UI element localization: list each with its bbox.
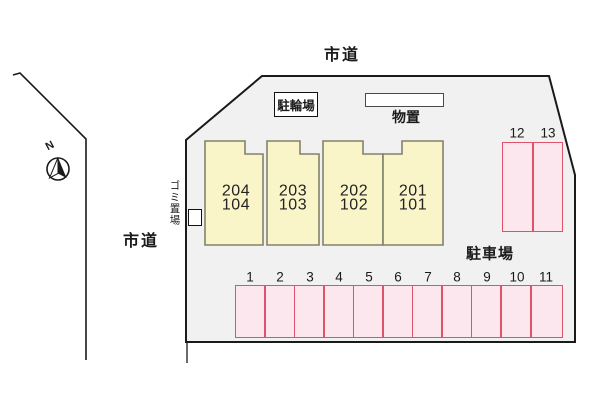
parking-stall-number: 11 xyxy=(538,269,554,285)
parking-stall-number: 2 xyxy=(276,269,284,285)
stall-divider xyxy=(323,286,325,337)
unit-label-202-102: 202 102 xyxy=(339,182,369,213)
parking-area-label: 駐車場 xyxy=(465,245,515,263)
bicycle-parking-label: 駐輪場 xyxy=(277,99,315,113)
building-footprints xyxy=(204,140,444,246)
parking-stall-side-group xyxy=(502,142,563,232)
parking-stall-number: 5 xyxy=(365,269,373,285)
parking-stall-number: 3 xyxy=(306,269,314,285)
unit-upper-number: 204 xyxy=(221,182,251,200)
stall-divider xyxy=(532,143,534,231)
parking-stall-number: 1 xyxy=(246,269,254,285)
left-road-label: 市道 xyxy=(122,233,160,250)
unit-lower-number: 104 xyxy=(221,196,251,213)
parking-stall-number: 4 xyxy=(335,269,343,285)
parking-stall-number: 6 xyxy=(394,269,402,285)
bicycle-parking-box: 駐輪場 xyxy=(274,92,318,117)
unit-lower-number: 101 xyxy=(398,196,428,213)
unit-upper-number: 203 xyxy=(278,182,308,200)
stall-divider xyxy=(293,286,296,337)
unit-upper-number: 202 xyxy=(339,182,369,200)
stall-divider xyxy=(264,286,266,337)
unit-label-203-103: 203 103 xyxy=(278,182,308,213)
parking-stall-row xyxy=(235,285,563,338)
building-unit-201-shape xyxy=(382,140,444,246)
unit-label-201-101: 201 101 xyxy=(398,182,428,213)
stall-divider xyxy=(352,286,355,337)
parking-stall-number: 7 xyxy=(424,269,432,285)
storage-shed-box xyxy=(365,93,444,107)
garbage-area-label: ゴミ置場 xyxy=(168,180,181,226)
north-compass-icon xyxy=(46,157,70,181)
stall-divider xyxy=(411,286,414,337)
building-unit-204-shape xyxy=(204,140,264,246)
stall-divider xyxy=(470,286,473,337)
unit-label-204-104: 204 104 xyxy=(221,182,251,213)
stall-divider xyxy=(530,286,532,337)
parking-stall-number: 10 xyxy=(509,269,525,285)
stall-divider xyxy=(441,286,443,337)
unit-upper-number: 201 xyxy=(398,182,428,200)
storage-shed-label: 物置 xyxy=(392,109,420,125)
left-road-boundary-line xyxy=(12,72,87,360)
building-unit-203-shape xyxy=(266,140,320,246)
garbage-area-box xyxy=(188,209,202,226)
stall-divider xyxy=(382,286,384,337)
unit-lower-number: 103 xyxy=(278,196,308,213)
parking-stall-number: 13 xyxy=(540,125,556,141)
top-road-label: 市道 xyxy=(323,47,361,64)
parking-stall-number: 12 xyxy=(509,125,525,141)
parking-stall-number: 9 xyxy=(483,269,491,285)
unit-lower-number: 102 xyxy=(339,196,369,213)
stall-divider xyxy=(500,286,502,337)
parking-stall-number: 8 xyxy=(453,269,461,285)
